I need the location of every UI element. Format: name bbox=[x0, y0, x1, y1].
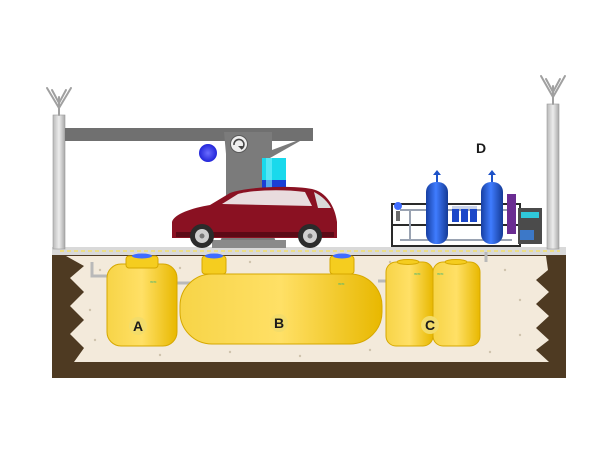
tank-c-label-badge bbox=[421, 316, 439, 334]
tank-a: ≈≈ A bbox=[106, 253, 178, 347]
tank-b: ≈≈ B bbox=[179, 253, 383, 345]
pole-right-shaft bbox=[546, 103, 560, 250]
inlet-pipe bbox=[90, 262, 112, 278]
lightning-rod-icon bbox=[46, 87, 72, 116]
pole-left bbox=[46, 87, 72, 250]
tank-b-manhole-left bbox=[201, 255, 227, 275]
tank-c-level-tag-left: ≈≈ bbox=[414, 272, 421, 278]
tank-b-body bbox=[179, 273, 383, 345]
tank-b-lid-right bbox=[333, 253, 351, 259]
rotation-arrow-icon bbox=[230, 135, 248, 153]
control-panel-screen bbox=[521, 212, 539, 218]
tank-c-lid-right bbox=[444, 259, 468, 265]
small-valve bbox=[394, 202, 402, 221]
gravel-dots bbox=[88, 260, 522, 358]
tank-b-label-badge bbox=[270, 314, 288, 332]
tank-b-label: B bbox=[274, 315, 284, 331]
ground-slab bbox=[52, 247, 566, 255]
tank-a-label: A bbox=[133, 318, 143, 334]
tank-c-body-left bbox=[385, 261, 434, 347]
car-rear-window bbox=[314, 192, 331, 208]
dosing-unit bbox=[507, 194, 516, 234]
car-windows bbox=[222, 190, 312, 206]
filter-vessel-right bbox=[481, 170, 503, 244]
tank-b-level-tag: ≈≈ bbox=[338, 282, 345, 288]
gantry-rail bbox=[65, 128, 313, 141]
tank-c-level-tag-right: ≈≈ bbox=[437, 272, 444, 278]
lightning-rod-icon bbox=[540, 75, 566, 105]
tank-c-lid-left bbox=[396, 259, 420, 265]
pole-left-shaft bbox=[52, 114, 66, 250]
gantry-foot bbox=[212, 240, 286, 248]
tank-c-label: C bbox=[425, 317, 435, 333]
skid-label: D bbox=[476, 140, 486, 156]
tank-a-label-badge bbox=[129, 317, 147, 335]
car-wheel-front bbox=[190, 224, 214, 248]
blue-lamp bbox=[199, 144, 217, 162]
tank-a-level-tag: ≈≈ bbox=[150, 280, 157, 286]
pole-right bbox=[540, 75, 566, 250]
skid-label-badge bbox=[470, 137, 492, 159]
treatment-skid-d: D bbox=[391, 137, 542, 247]
pump bbox=[520, 230, 534, 240]
filter-vessel-left bbox=[426, 170, 448, 244]
car-sill bbox=[176, 232, 334, 237]
tank-a-lid bbox=[132, 253, 152, 259]
car bbox=[172, 186, 337, 248]
tank-b-manhole-right bbox=[329, 255, 355, 275]
tank-b-lid-left bbox=[205, 253, 223, 259]
car-wheel-rear bbox=[298, 224, 322, 248]
cartridge-filters bbox=[452, 206, 477, 222]
tank-c: ≈≈ ≈≈ C bbox=[385, 259, 481, 347]
